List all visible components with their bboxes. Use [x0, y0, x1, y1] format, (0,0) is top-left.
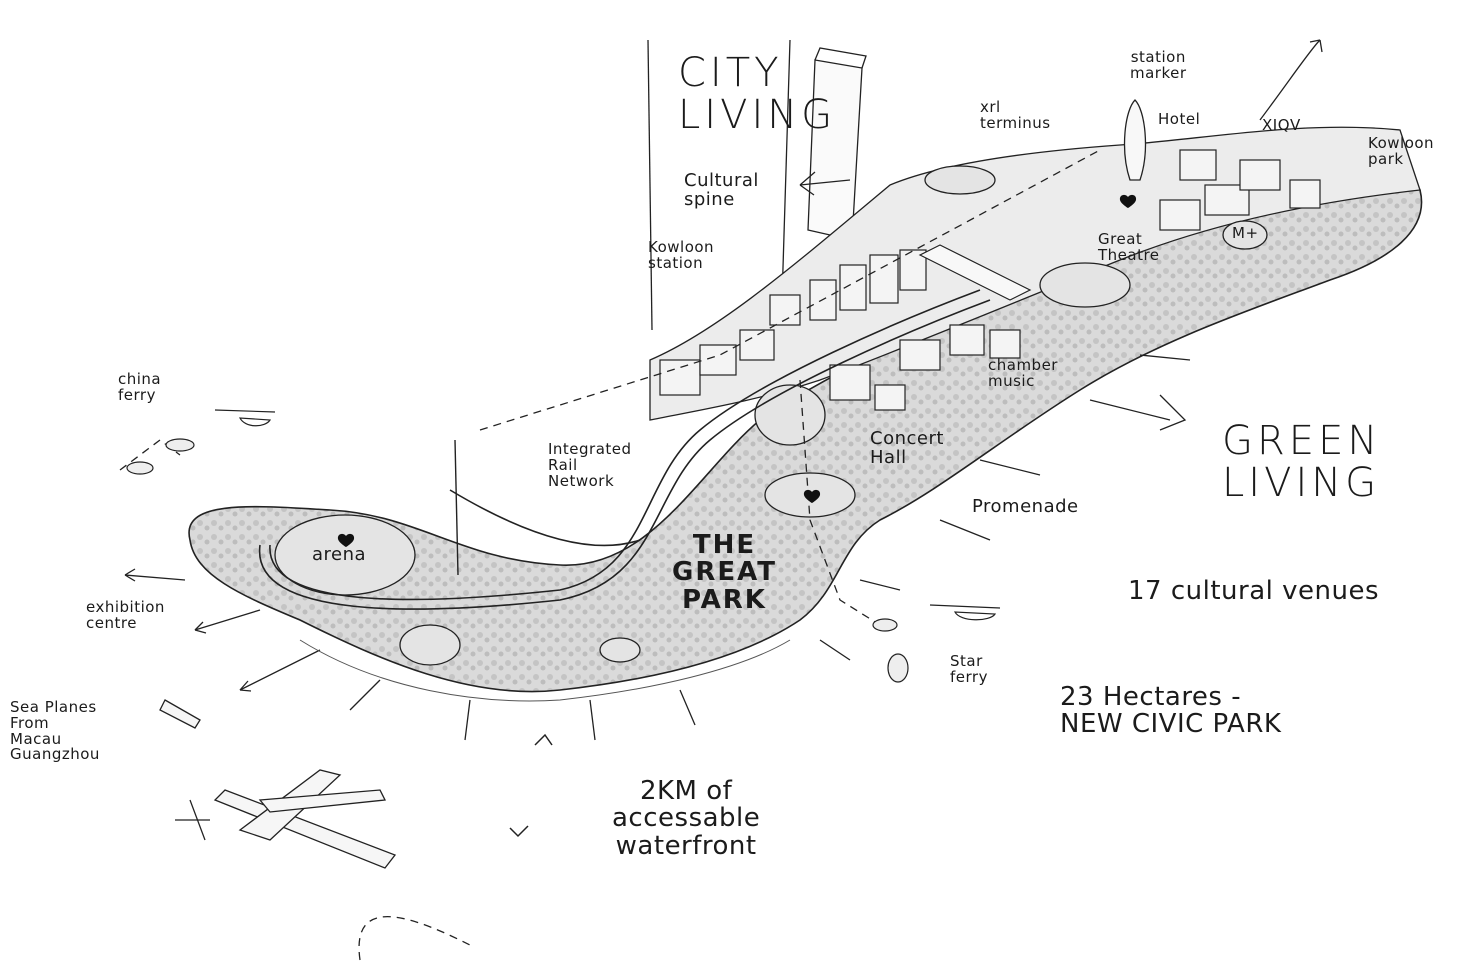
city-living-label: CITY LIVING [678, 50, 837, 138]
building-blocks [659, 149, 1321, 411]
station-marker-spire [1123, 99, 1147, 181]
dashed-route [119, 149, 1101, 961]
xrl-terminus-label: xrl terminus [980, 98, 1051, 132]
china-ferry-label: china ferry [118, 370, 162, 404]
rail-line [259, 289, 991, 610]
xiqv-label: XIQV [1262, 116, 1301, 134]
cultural-venues-label: 17 cultural venues [1128, 576, 1380, 606]
concert-hall-label: Concert Hall [870, 428, 944, 468]
ferries [126, 438, 909, 683]
mplus-label: M+ [1232, 224, 1259, 242]
kowloon-station-label: Kowloon station [648, 238, 715, 272]
city-tower [647, 39, 867, 331]
star-ferry-label: Star ferry [950, 652, 988, 686]
exhibition-centre-label: exhibition centre [86, 598, 165, 632]
cultural-spine-label: Cultural spine [684, 170, 759, 210]
green-living-label: GREEN LIVING [1222, 418, 1382, 506]
seaplane [159, 699, 397, 869]
the-great-park-label: THE GREAT PARK [672, 530, 777, 615]
connecting-deck [918, 244, 1032, 301]
waterfront-label: 2KM of accessable waterfront [612, 776, 761, 861]
venue-ovals [274, 165, 1268, 666]
arena-mast [454, 439, 459, 576]
great-theatre-label: Great Theatre [1098, 230, 1160, 264]
promenade-label: Promenade [972, 496, 1079, 517]
kowloon-park-label: Kowloon park [1368, 134, 1435, 168]
integrated-rail-label: Integrated Rail Network [548, 440, 632, 490]
hotel-label: Hotel [1158, 110, 1201, 128]
sea-planes-label: Sea Planes From Macau Guangzhou [10, 698, 100, 764]
direction-arrows [124, 39, 1323, 741]
sketch-ticks [509, 733, 553, 838]
shoreline [299, 639, 791, 702]
helicopters [214, 409, 1001, 621]
chamber-music-label: chamber music [988, 356, 1058, 390]
station-marker-label: station marker [1130, 48, 1187, 82]
hectares-label: 23 Hectares - NEW CIVIC PARK [1060, 682, 1282, 740]
arena-label: arena [312, 544, 367, 565]
heart-markers [337, 194, 1137, 547]
